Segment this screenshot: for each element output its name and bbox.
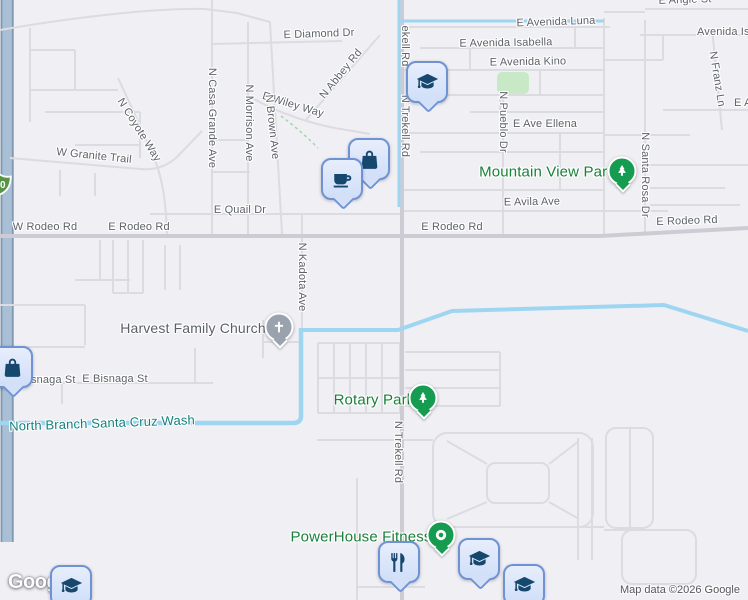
label-n-pueblo-dr: N Pueblo Dr xyxy=(497,91,509,153)
label-w-rodeo-rd: W Rodeo Rd xyxy=(12,221,78,233)
label-ekell-rd: ekell Rd xyxy=(399,25,411,67)
label-snaga-st: snaga St xyxy=(31,374,76,386)
shield-number: 10 xyxy=(0,180,6,191)
donut-icon xyxy=(434,528,449,543)
label-rotary-park[interactable]: Rotary Park xyxy=(333,391,415,409)
coffee-marker[interactable] xyxy=(321,158,363,200)
tree-icon xyxy=(615,164,630,179)
graduation-cap-icon xyxy=(513,574,536,597)
walking-path xyxy=(280,115,319,149)
cross-icon xyxy=(272,320,287,335)
label-n-morrison-ave: N Morrison Ave xyxy=(243,84,255,162)
label-harvest-family-church[interactable]: Harvest Family Church xyxy=(120,320,266,336)
label-e-diamond-dr: E Diamond Dr xyxy=(283,26,355,42)
label-n-casa-grande-ave: N Casa Grande Ave xyxy=(206,67,218,169)
school-marker[interactable] xyxy=(406,61,448,103)
graduation-cap-icon xyxy=(416,71,439,94)
graduation-cap-icon xyxy=(60,575,83,598)
coffee-cup-icon xyxy=(331,168,354,191)
label-n-trekell-rd: N Trekell Rd xyxy=(399,94,411,158)
label-e-avenida-kino: E Avenida Kino xyxy=(489,55,567,69)
label-avenida-isabella: Avenida Isabella xyxy=(697,26,748,38)
label-e-a: E A xyxy=(734,97,748,109)
shopping-bag-icon xyxy=(358,148,381,171)
graduation-cap-icon xyxy=(468,548,491,571)
park-marker[interactable] xyxy=(607,156,637,186)
school-marker[interactable] xyxy=(503,564,545,600)
label-e-rodeo-rd: E Rodeo Rd xyxy=(421,221,483,233)
santa-cruz-wash xyxy=(0,328,304,426)
school-marker[interactable] xyxy=(458,538,500,580)
highway-i10 xyxy=(0,0,14,542)
label-n-kadota-ave: N Kadota Ave xyxy=(296,242,308,312)
water-canals xyxy=(0,0,748,426)
shopping-bag-marker[interactable] xyxy=(0,346,33,388)
park-area xyxy=(497,72,529,94)
tree-icon xyxy=(416,391,431,406)
school-marker[interactable] xyxy=(50,565,92,600)
label-n-trekell-rd: N Trekell Rd xyxy=(392,420,404,484)
label-e-rodeo-rd: E Rodeo Rd xyxy=(108,221,170,233)
road-rodeo xyxy=(0,226,748,238)
label-e-avila-ave: E Avila Ave xyxy=(503,195,561,209)
label-e-avenida-isabella: E Avenida Isabella xyxy=(459,36,553,50)
restaurant-marker[interactable] xyxy=(378,541,420,583)
map-attribution: Map data ©2026 Google xyxy=(619,584,740,596)
label-e-bisnaga-st: E Bisnaga St xyxy=(82,373,148,385)
fork-knife-icon xyxy=(388,551,411,574)
label-e-quail-dr: E Quail Dr xyxy=(213,204,267,216)
park-marker[interactable] xyxy=(408,383,438,413)
shopping-bag-icon xyxy=(1,356,24,379)
fitness-marker[interactable] xyxy=(426,520,456,550)
label-e-ave-ellena: E Ave Ellena xyxy=(513,118,577,130)
label-n-santa-rosa-dr: N Santa Rosa Dr xyxy=(639,132,651,218)
interstate-10-shield: 10 xyxy=(0,173,12,196)
label-e-rodeo-rd: E Rodeo Rd xyxy=(656,213,718,229)
label-mountain-view-park[interactable]: Mountain View Park xyxy=(479,163,615,181)
church-marker[interactable] xyxy=(264,312,294,342)
